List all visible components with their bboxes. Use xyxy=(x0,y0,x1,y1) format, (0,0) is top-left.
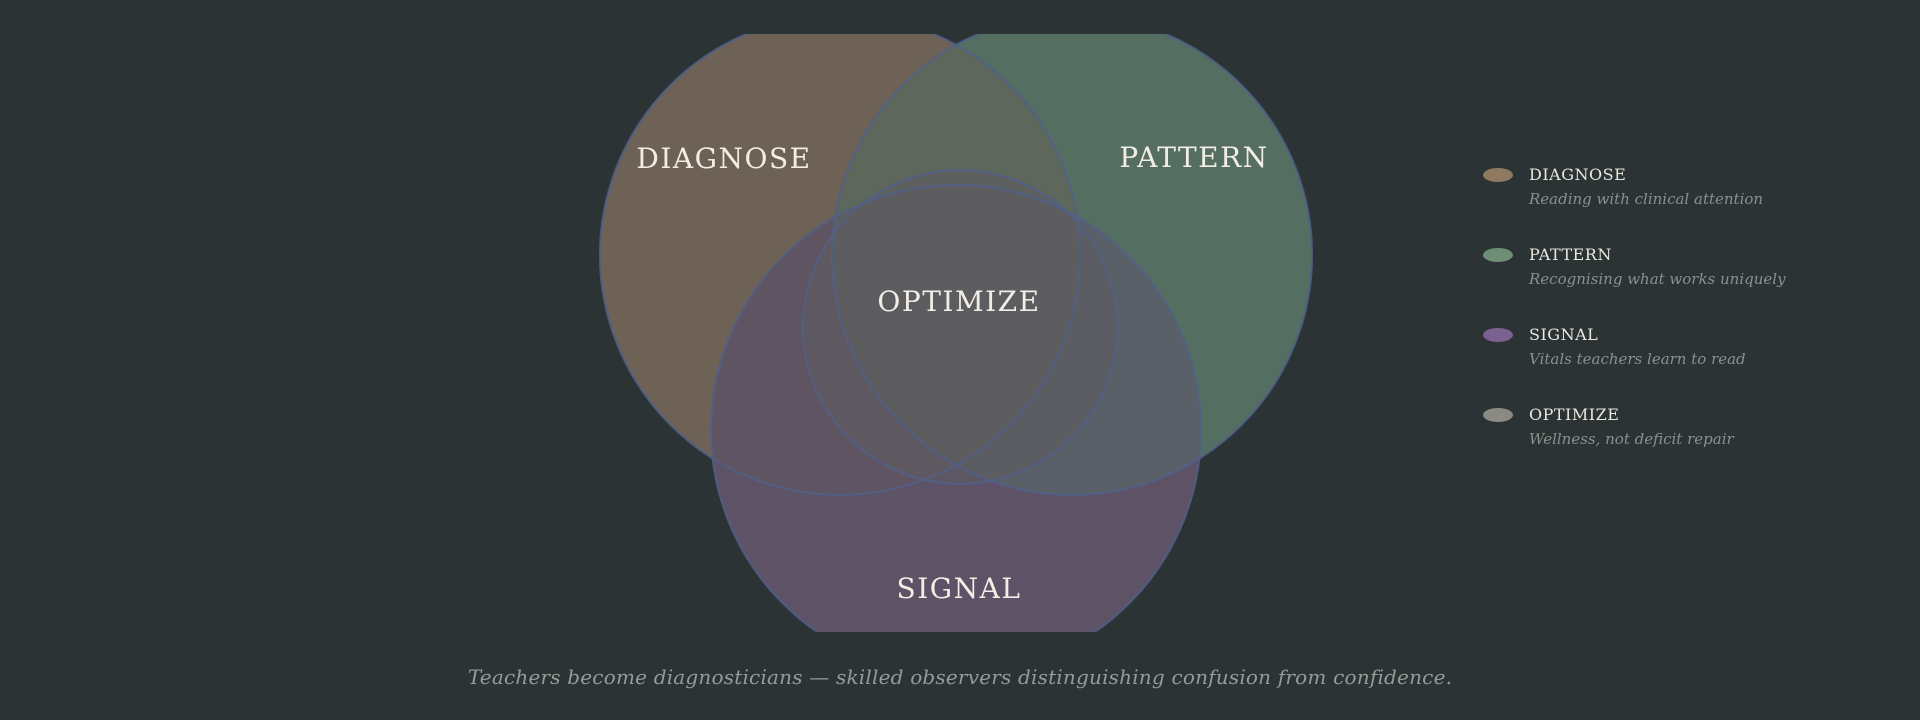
circle-outlines xyxy=(598,34,1314,632)
diagnose-region-label: DIAGNOSE xyxy=(636,142,811,175)
legend-title: SIGNAL xyxy=(1529,325,1599,344)
legend-title: PATTERN xyxy=(1529,245,1612,264)
legend: DIAGNOSE Reading with clinical attention… xyxy=(1483,165,1803,485)
legend-item-diagnose: DIAGNOSE Reading with clinical attention xyxy=(1483,165,1803,209)
legend-item-signal: SIGNAL Vitals teachers learn to read xyxy=(1483,325,1803,369)
legend-title: OPTIMIZE xyxy=(1529,405,1620,424)
legend-title: DIAGNOSE xyxy=(1529,165,1627,184)
optimize-swatch-icon xyxy=(1483,408,1513,422)
legend-description: Recognising what works uniquely xyxy=(1529,270,1786,288)
legend-item-optimize: OPTIMIZE Wellness, not deficit repair xyxy=(1483,405,1803,449)
legend-description: Wellness, not deficit repair xyxy=(1529,430,1734,448)
legend-item-pattern: PATTERN Recognising what works uniquely xyxy=(1483,245,1803,289)
caption: Teachers become diagnosticians — skilled… xyxy=(467,665,1453,689)
pattern-swatch-icon xyxy=(1483,248,1513,262)
legend-description: Reading with clinical attention xyxy=(1529,190,1764,208)
diagnose-swatch-icon xyxy=(1483,168,1513,182)
optimize-region-label: OPTIMIZE xyxy=(877,285,1040,318)
signal-swatch-icon xyxy=(1483,328,1513,342)
optimize-circle xyxy=(803,170,1117,484)
pattern-region-label: PATTERN xyxy=(1119,141,1268,174)
legend-description: Vitals teachers learn to read xyxy=(1529,350,1746,368)
signal-region-label: SIGNAL xyxy=(897,572,1022,605)
